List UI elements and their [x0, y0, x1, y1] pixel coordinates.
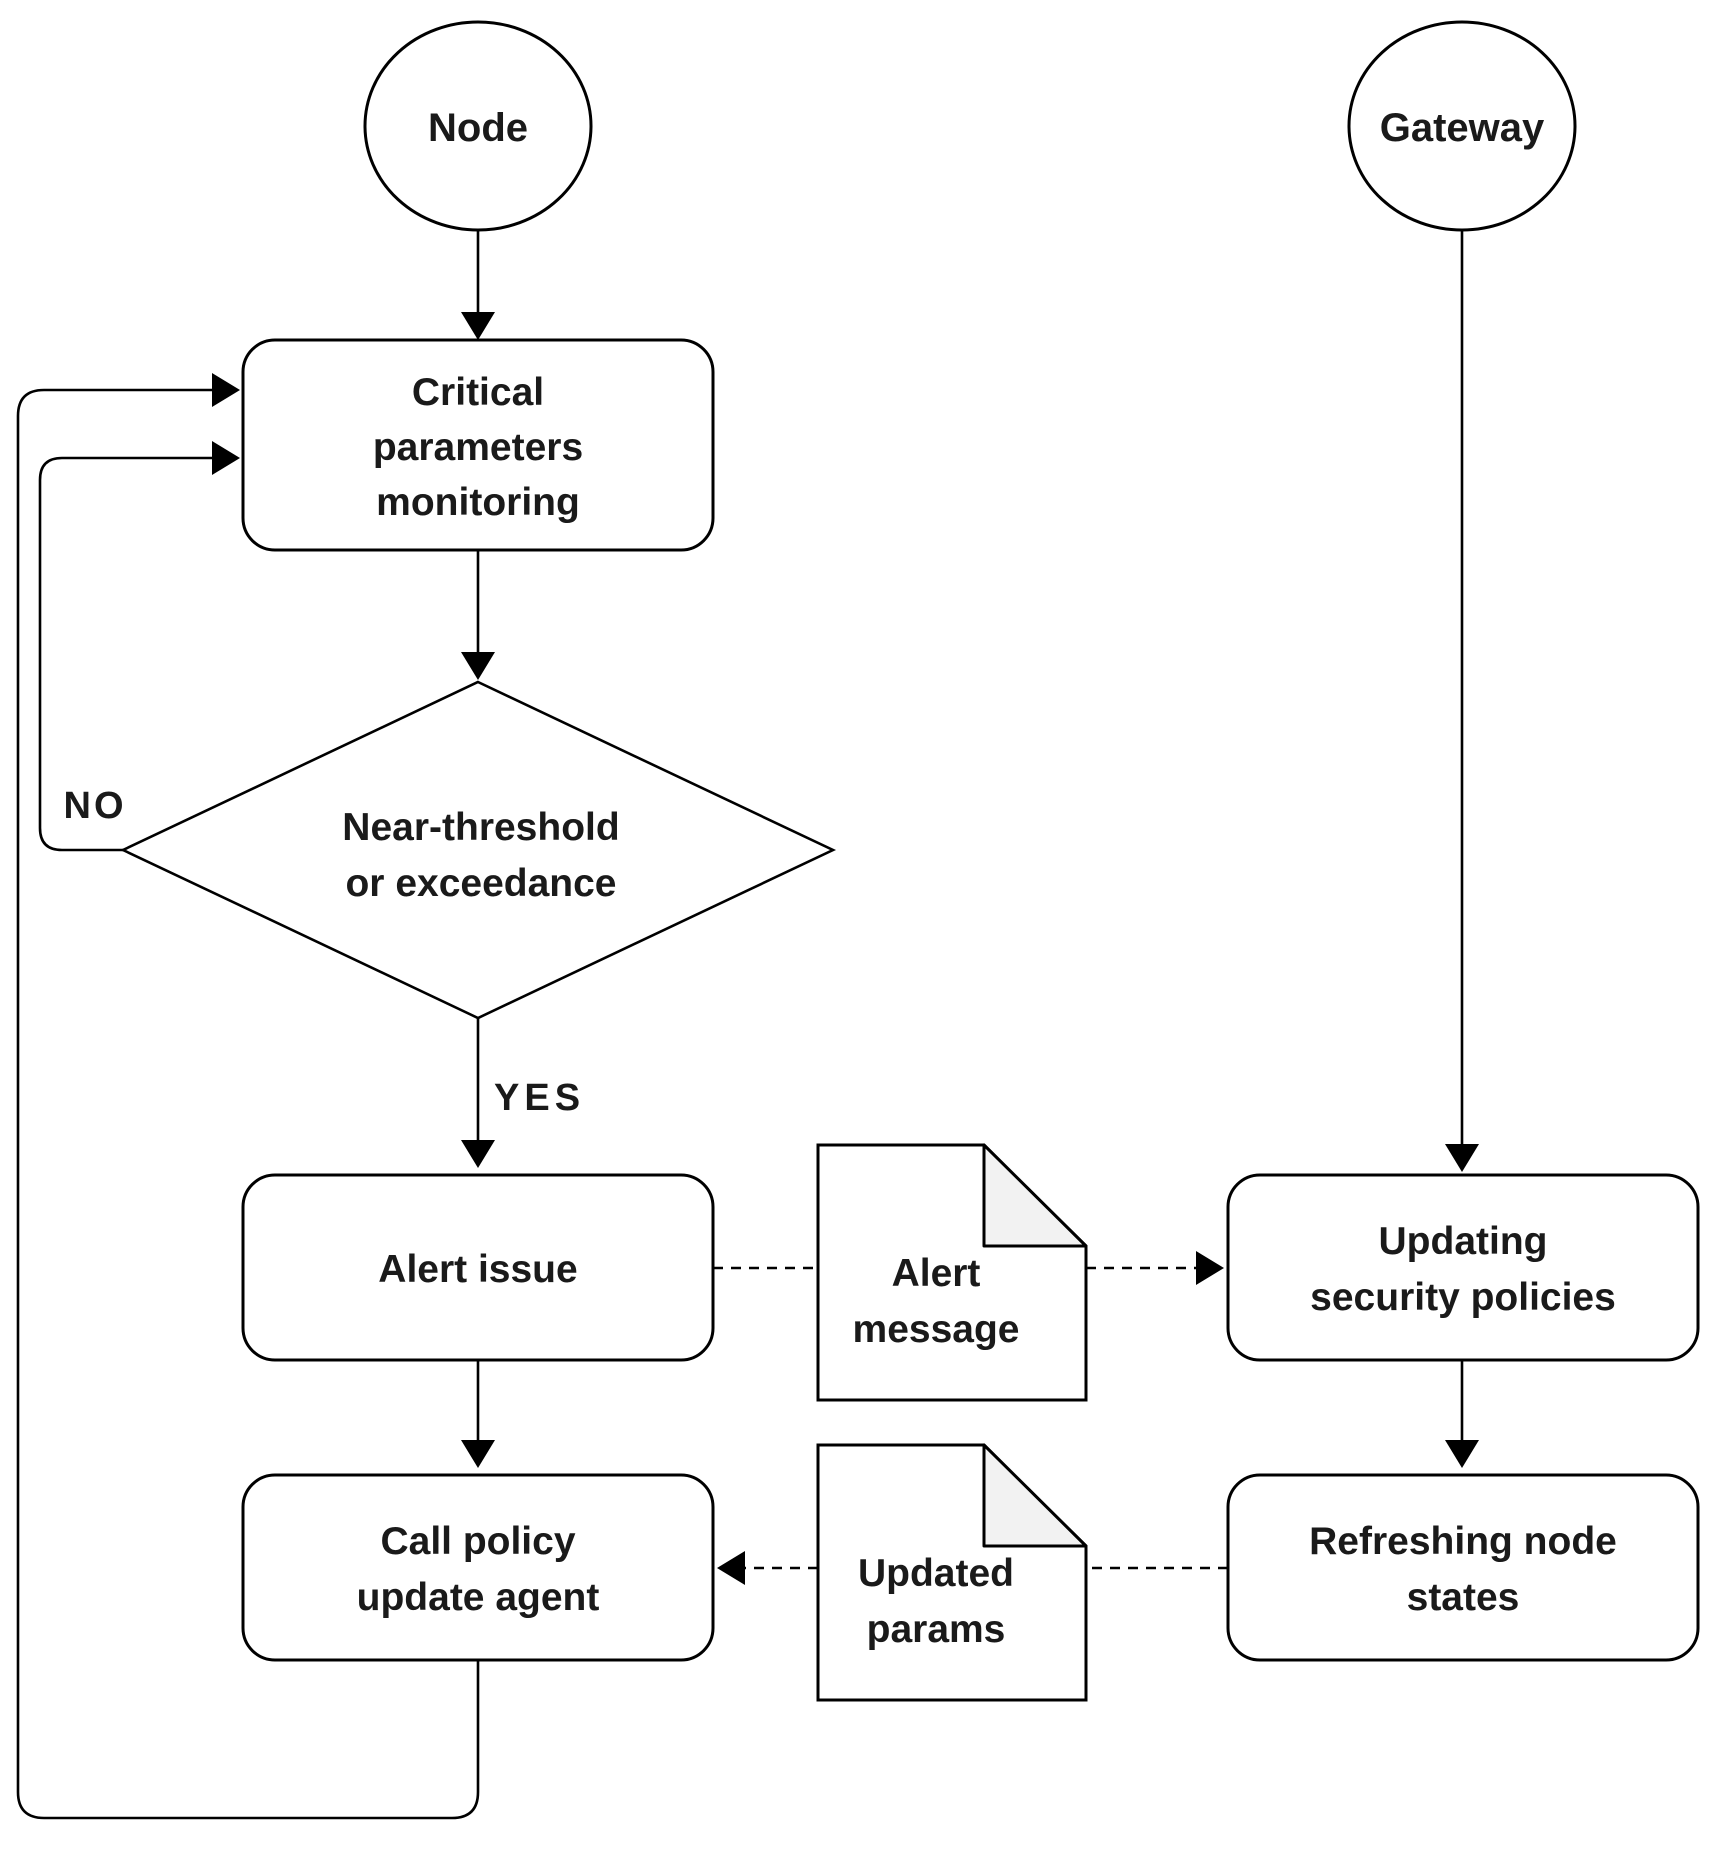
params-doc-line2: params	[867, 1608, 1006, 1651]
node-circle-label: Node	[428, 106, 528, 150]
alert-doc-line2: message	[853, 1308, 1020, 1351]
refreshing-box-line1: Refreshing node	[1309, 1520, 1617, 1563]
folded-corner-icon	[982, 1443, 1088, 1548]
updating-box-line2: security policies	[1310, 1276, 1616, 1319]
alert-box-line1: Alert issue	[378, 1248, 577, 1291]
node-start-circle: Node	[363, 20, 593, 232]
call-box-line1: Call policy	[380, 1520, 575, 1563]
edge-decision-no-loop	[38, 441, 240, 852]
process-box-shape	[1226, 1473, 1700, 1662]
decision-near-threshold: Near-threshold or exceedance	[119, 680, 837, 1020]
critical-box-line2: parameters	[373, 426, 583, 469]
edge-line	[16, 388, 480, 1820]
arrowhead-down-icon	[1445, 1144, 1479, 1172]
decision-line1: Near-threshold	[342, 806, 619, 849]
params-doc-line1: Updated	[858, 1552, 1014, 1595]
circle-shape	[363, 20, 593, 232]
process-box-shape	[241, 1473, 715, 1662]
arrowhead-down-icon	[461, 312, 495, 340]
process-updating-security-policies: Updating security policies	[1226, 1173, 1700, 1362]
edge-gateway-to-updating	[1445, 230, 1479, 1172]
folded-corner-icon	[982, 1143, 1088, 1248]
critical-box-line3: monitoring	[376, 481, 580, 524]
gateway-circle-label: Gateway	[1380, 106, 1545, 150]
alert-doc-line1: Alert	[892, 1252, 981, 1295]
document-updated-params: Updated params	[816, 1443, 1088, 1702]
process-alert-issue: Alert issue	[241, 1173, 715, 1362]
branch-label-no: NO	[64, 785, 127, 827]
branch-label-yes: YES	[494, 1077, 585, 1119]
process-box-shape	[241, 1173, 715, 1362]
arrowhead-down-icon	[461, 1140, 495, 1168]
document-alert-message: Alert message	[816, 1143, 1088, 1402]
arrowhead-down-icon	[461, 652, 495, 680]
gateway-start-circle: Gateway	[1347, 20, 1577, 232]
edge-call-loop-to-critical	[16, 373, 480, 1820]
arrowhead-down-icon	[461, 1440, 495, 1468]
edge-paramsdoc-to-call	[717, 1551, 818, 1585]
arrowhead-left-icon	[717, 1551, 745, 1585]
edge-alert-to-call	[461, 1360, 495, 1468]
edge-node-to-critical	[461, 230, 495, 340]
decision-diamond-shape	[119, 680, 837, 1020]
updating-box-line1: Updating	[1379, 1220, 1548, 1263]
call-box-line2: update agent	[357, 1576, 600, 1619]
decision-line2: or exceedance	[345, 862, 616, 905]
process-critical-parameters-monitoring: Critical parameters monitoring	[241, 338, 715, 552]
arrowhead-right-icon	[1196, 1251, 1224, 1285]
edge-decision-yes-to-alert	[461, 1018, 495, 1168]
edge-alertdoc-to-updating	[1086, 1251, 1224, 1285]
circle-shape	[1347, 20, 1577, 232]
edge-line	[38, 456, 212, 852]
process-call-policy-update-agent: Call policy update agent	[241, 1473, 715, 1662]
edge-critical-to-decision	[461, 550, 495, 680]
process-box-shape	[241, 338, 715, 552]
refreshing-box-line2: states	[1407, 1576, 1520, 1619]
arrowhead-right-icon	[212, 441, 240, 475]
process-box-shape	[1226, 1173, 1700, 1362]
edge-updating-to-refreshing	[1445, 1360, 1479, 1468]
critical-box-line1: Critical	[412, 371, 544, 414]
arrowhead-right-icon	[212, 373, 240, 407]
arrowhead-down-icon	[1445, 1440, 1479, 1468]
process-refreshing-node-states: Refreshing node states	[1226, 1473, 1700, 1662]
